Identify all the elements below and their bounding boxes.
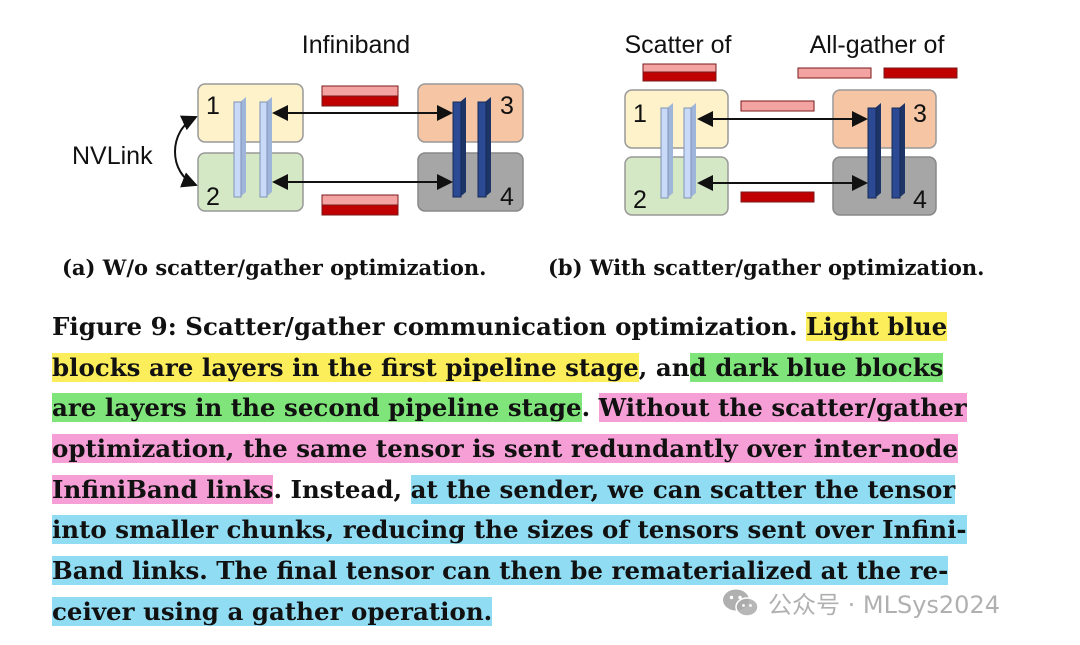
allgather-of-label: All-gather of [810, 31, 945, 59]
stage2-layers-a [452, 97, 491, 198]
caption-text-span: Figure 9: Scatter/gather communication o… [52, 312, 807, 341]
highlighted-span-blue: into smaller chunks, reducing the sizes … [52, 515, 967, 545]
highlighted-span-blue: ceiver using a gather operation. [52, 596, 493, 626]
dark-layer-block [867, 107, 877, 199]
caption-line: InfiniBand links. Instead, at the sender… [52, 470, 1042, 511]
light-layer-block [233, 101, 242, 198]
node-2-label: 2 [633, 186, 647, 214]
wechat-icon [723, 589, 759, 617]
watermark: 公众号 · MLSys2024 [722, 585, 1000, 620]
caption-text-span: . Instead, [273, 474, 411, 504]
node-3-label: 3 [500, 92, 514, 120]
nvlink-arrow [174, 115, 198, 188]
caption-text-span: , an [638, 352, 690, 382]
tensor-b-allgather-dark [883, 67, 958, 79]
subcaption-b: (b) With scatter/gather optimization. [548, 255, 985, 280]
nvlink-label: NVLink [72, 142, 153, 170]
node-4-label: 4 [500, 183, 514, 211]
scatter-of-label: Scatter of [625, 31, 732, 59]
caption-text-span: . [581, 393, 599, 423]
light-layer-block [660, 107, 669, 199]
tensor-b-bottom-chunk [740, 191, 815, 203]
node-1-label: 1 [633, 100, 647, 128]
highlighted-span-pink: optimization, the same tensor is sent re… [52, 434, 958, 464]
panel-a-title: Infiniband [302, 31, 410, 59]
dark-layer-block [477, 101, 487, 198]
highlighted-span-yellow: Light blue [806, 312, 948, 341]
caption-line: blocks are layers in the first pipeline … [52, 348, 1042, 389]
caption-line: into smaller chunks, reducing the sizes … [52, 510, 1042, 551]
node-2-label: 2 [206, 183, 220, 211]
highlighted-span-pink: Without the scatter/gather [598, 393, 967, 423]
highlighted-span-blue: Band links. The final tensor can then be… [52, 556, 949, 586]
tensor-b-allgather-light [797, 67, 872, 79]
caption-line: are layers in the second pipeline stage.… [52, 388, 1042, 429]
caption-line: ceiver using a gather operation. [52, 592, 1042, 633]
panel-a-diagram: Infiniband NVLink 1 2 3 4 [72, 31, 524, 216]
watermark-text: 公众号 · MLSys2024 [768, 591, 1000, 619]
subcaption-a: (a) W/o scatter/gather optimization. [62, 255, 487, 280]
caption-line: Figure 9: Scatter/gather communication o… [52, 307, 1042, 348]
highlighted-span-green: are layers in the second pipeline stage [52, 393, 582, 423]
tensor-b-top-chunk [740, 100, 815, 112]
stage2-layers-b [867, 103, 905, 199]
caption-line: Band links. The final tensor can then be… [52, 551, 1042, 592]
panel-b-diagram: Scatter of All-gather of 1 2 3 4 [624, 31, 958, 216]
highlighted-span-green: d dark blue blocks [689, 352, 944, 382]
highlighted-span-blue: at the sender, we can scatter the tensor [410, 474, 956, 504]
highlighted-span-pink: InfiniBand links [52, 474, 274, 504]
light-layer-block [683, 107, 692, 199]
light-layer-block [259, 101, 268, 198]
caption-line: optimization, the same tensor is sent re… [52, 429, 1042, 470]
node-3-label: 3 [913, 100, 927, 128]
stage1-layers-b [660, 103, 696, 199]
stage1-layers-a [233, 97, 272, 198]
dark-layer-block [891, 107, 901, 199]
tensor-a-bottom [321, 194, 399, 216]
highlighted-span-yellow: blocks are layers in the first pipeline … [52, 352, 639, 382]
tensor-a-top [321, 85, 399, 107]
node-4-label: 4 [913, 186, 927, 214]
tensor-b-scatter-legend [642, 63, 717, 82]
dark-layer-block [452, 101, 462, 198]
figure-caption: Figure 9: Scatter/gather communication o… [52, 307, 1042, 633]
node-1-label: 1 [206, 92, 220, 120]
figure-9-diagram: Infiniband NVLink 1 2 3 4 [72, 31, 958, 216]
